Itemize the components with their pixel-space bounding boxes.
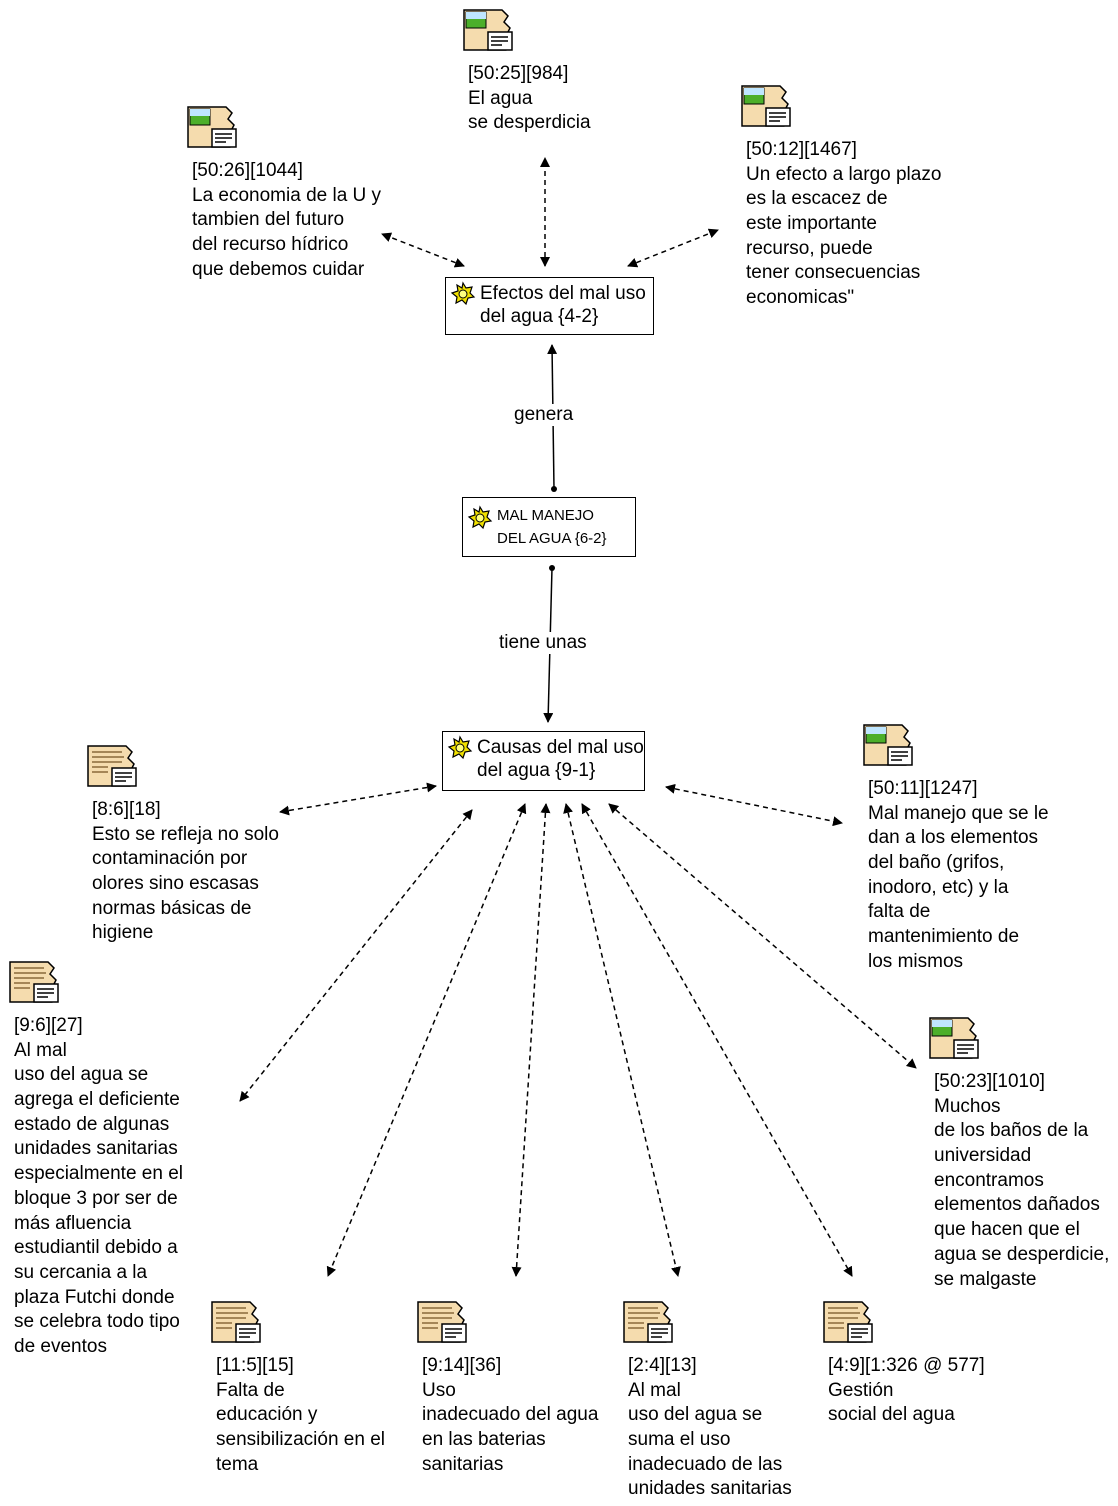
text-document-icon xyxy=(417,1301,467,1343)
link-causes-4-9 xyxy=(581,803,853,1277)
code-node-causes[interactable]: Causas del mal uso del agua {9-1} xyxy=(442,731,645,791)
text-document-icon xyxy=(623,1301,673,1343)
quote-50-25[interactable]: [50:25][984] El agua se desperdicia xyxy=(462,6,591,136)
link-effects-50-26 xyxy=(381,232,465,268)
link-genera-origin xyxy=(551,486,557,492)
code-icon xyxy=(450,281,476,306)
quote-text: [50:23][1010] Muchos de los baños de la … xyxy=(934,1071,1110,1290)
text-document-icon xyxy=(823,1301,873,1343)
relation-label-genera: genera xyxy=(511,404,577,426)
causes-links xyxy=(239,782,917,1277)
code-node-effects[interactable]: Efectos del mal uso del agua {4-2} xyxy=(445,277,654,335)
quote-text: [9:14][36] Uso inadecuado del agua en la… xyxy=(422,1355,599,1475)
code-label: Efectos del mal uso del agua {4-2} xyxy=(480,283,646,327)
text-document-icon xyxy=(211,1301,261,1343)
effects-links xyxy=(381,157,719,268)
image-document-icon xyxy=(463,9,513,51)
quote-text: [11:5][15] Falta de educación y sensibil… xyxy=(216,1355,385,1475)
relation-label-tiene-unas: tiene unas xyxy=(496,632,590,654)
code-node-mal-manejo[interactable]: MAL MANEJO DEL AGUA {6-2} xyxy=(462,497,636,557)
quote-50-23[interactable]: [50:23][1010] Muchos de los baños de la … xyxy=(928,1014,1109,1292)
quote-text: [50:26][1044] La economia de la U y tamb… xyxy=(192,160,382,280)
quote-4-9[interactable]: [4:9][1:326 @ 577] Gestión social del ag… xyxy=(822,1298,985,1428)
quote-text: [9:6][27] Al mal uso del agua se agrega … xyxy=(14,1015,183,1357)
quote-2-4[interactable]: [2:4][13] Al mal uso del agua se suma el… xyxy=(622,1298,792,1502)
link-tiene-unas-origin xyxy=(549,565,555,571)
code-icon xyxy=(447,735,473,760)
quote-50-11[interactable]: [50:11][1247] Mal manejo que se le dan a… xyxy=(862,721,1049,975)
quote-text: [50:12][1467] Un efecto a largo plazo es… xyxy=(746,139,942,309)
image-document-icon xyxy=(741,85,791,127)
quote-text: [4:9][1:326 @ 577] Gestión social del ag… xyxy=(828,1355,985,1426)
link-effects-50-12 xyxy=(627,228,719,268)
link-causes-50-11 xyxy=(665,783,843,827)
code-label: MAL MANEJO DEL AGUA {6-2} xyxy=(497,507,607,548)
quote-8-6[interactable]: [8:6][18] Esto se refleja no solo contam… xyxy=(86,742,279,946)
quote-11-5[interactable]: [11:5][15] Falta de educación y sensibil… xyxy=(210,1298,385,1477)
quote-50-12[interactable]: [50:12][1467] Un efecto a largo plazo es… xyxy=(740,82,941,311)
code-label: Causas del mal uso del agua {9-1} xyxy=(477,737,644,781)
quote-text: [50:25][984] El agua se desperdicia xyxy=(468,63,591,134)
text-document-icon xyxy=(9,961,59,1003)
code-icon xyxy=(467,505,493,530)
quote-text: [50:11][1247] Mal manejo que se le dan a… xyxy=(868,778,1049,972)
quote-9-14[interactable]: [9:14][36] Uso inadecuado del agua en la… xyxy=(416,1298,598,1477)
quote-text: [2:4][13] Al mal uso del agua se suma el… xyxy=(628,1355,792,1500)
quote-text: [8:6][18] Esto se refleja no solo contam… xyxy=(92,799,279,944)
link-causes-9-6 xyxy=(239,809,473,1102)
link-causes-8-6 xyxy=(279,782,437,816)
quote-50-26[interactable]: [50:26][1044] La economia de la U y tamb… xyxy=(186,103,381,282)
image-document-icon xyxy=(187,106,237,148)
text-document-icon xyxy=(87,745,137,787)
image-document-icon xyxy=(929,1017,979,1059)
quote-9-6[interactable]: [9:6][27] Al mal uso del agua se agrega … xyxy=(8,958,183,1360)
link-causes-50-23 xyxy=(608,803,917,1069)
link-causes-9-14 xyxy=(511,803,551,1277)
image-document-icon xyxy=(863,724,913,766)
link-causes-11-5 xyxy=(326,803,527,1277)
